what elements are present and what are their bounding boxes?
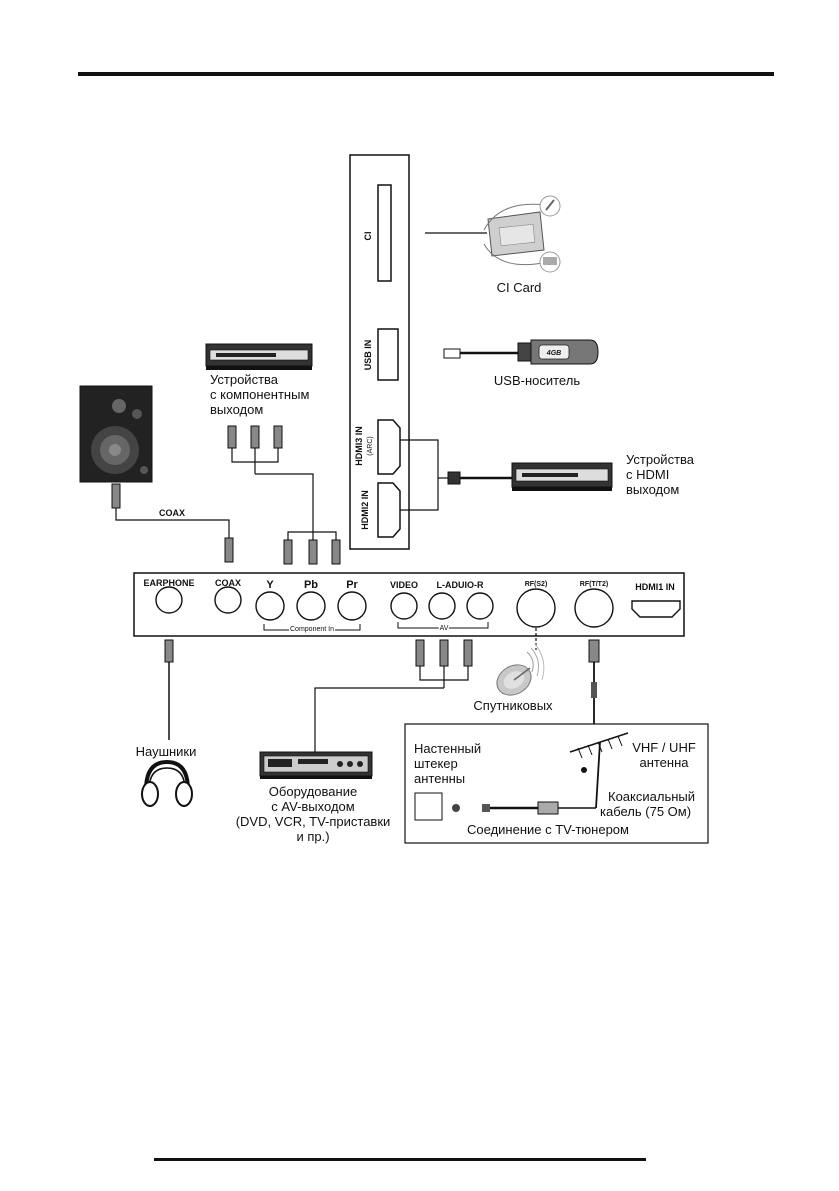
hdmi-device-icon [511,462,613,491]
component-device-icon [205,343,313,370]
hdmi1-in-label: HDMI1 IN [635,582,675,592]
rf-t-t2-jack [574,588,614,628]
component-in-bracket [263,624,361,631]
audio-right-jack [466,592,494,620]
rf-t-t2-label: RF(T/T2) [580,581,608,588]
coax-cable-desc-line-2: кабель (75 Ом) [600,804,691,819]
usb-storage-label: USB-носитель [494,373,580,388]
audio-lr-label: L-ADUIO-R [437,580,484,590]
vhf-uhf-label-line-1: VHF / UHF [632,740,696,755]
hdmi3-arc-label: (ARC) [367,436,374,455]
wall-socket-label-line-2: штекер [414,756,458,771]
vhf-uhf-label-line-2: антенна [639,755,689,770]
wall-socket-label-line-3: антенны [414,771,465,786]
antenna-cable [588,639,600,724]
hdmi3-in-label: HDMI3 IN [354,426,364,466]
socket-plug-icon [452,804,460,812]
hdmi2-in-label: HDMI2 IN [360,490,370,530]
audio-left-jack [428,592,456,620]
hdmi2-port [377,482,401,538]
av-equipment-label-line-2: с AV-выходом [271,799,354,814]
earphone-jack [155,586,183,614]
header-rule [78,72,774,76]
av-plugs [415,639,473,667]
headphones-icon [141,759,193,807]
y-jack [255,591,285,621]
component-in-label: Component In [290,626,334,633]
component-plugs-bottom [283,539,341,565]
speaker-icon [79,385,153,483]
video-jack [390,592,418,620]
coax-cable-desc-line-1: Коаксиальный [608,789,695,804]
ci-card-label: CI Card [497,280,542,295]
rf-s2-jack [516,588,556,628]
side-panel: CI USB IN HDMI3 IN (ARC) HDMI2 IN [349,154,410,550]
component-plugs-top [227,425,283,449]
hdmi1-port [631,600,681,618]
coax-cable-label: COAX [159,508,185,518]
hdmi-plug-icon [447,471,514,485]
pb-jack [296,591,326,621]
ci-label: CI [363,232,373,241]
hdmi-device-label-line-1: Устройства [626,452,695,467]
pb-label: Pb [304,579,318,591]
satellite-dish-icon [496,643,545,696]
av-cable [314,666,469,752]
rf-s2-label: RF(S2) [525,581,548,588]
video-label: VIDEO [390,580,418,590]
pr-label: Pr [346,579,358,591]
av-bracket [397,622,489,629]
hdmi-device-label-line-2: с HDMI [626,467,669,482]
coax-label: COAX [215,578,241,588]
ci-card-icon [483,195,561,273]
av-label: AV [440,625,449,632]
antenna-icon [569,732,629,809]
usb-port [377,328,399,381]
av-equipment-icon [259,751,373,779]
headphone-cable [164,639,174,740]
component-cable [231,448,337,546]
hdmi3-port [377,419,401,475]
wall-socket-icon [414,792,443,821]
y-label: Y [266,579,274,591]
antenna-box [404,723,709,844]
av-equipment-label-line-4: и пр.) [296,829,329,844]
pr-jack [337,591,367,621]
headphones-label: Наушники [136,744,197,759]
coax-cable [111,483,234,563]
earphone-label: EARPHONE [143,578,194,588]
satellite-label: Спутниковых [473,698,553,713]
usb-in-label: USB IN [363,340,373,371]
ci-slot [377,184,392,282]
usb-stick-icon: 4GB [443,339,599,365]
tuner-connection-label: Соединение с TV-тюнером [467,822,629,837]
tuner-cable-icon [482,801,596,815]
component-device-label-line-2: с компонентным [210,387,309,402]
hdmi-device-label-line-3: выходом [626,482,679,497]
footer-rule [154,1158,646,1161]
usb-stick-capacity: 4GB [546,350,561,357]
av-equipment-label-line-3: (DVD, VCR, TV-приставки [236,814,391,829]
component-device-label-line-3: выходом [210,402,263,417]
component-device-label-line-1: Устройства [210,372,279,387]
av-equipment-label-line-1: Оборудование [269,784,357,799]
wall-socket-label-line-1: Настенный [414,741,481,756]
coax-jack [214,586,242,614]
